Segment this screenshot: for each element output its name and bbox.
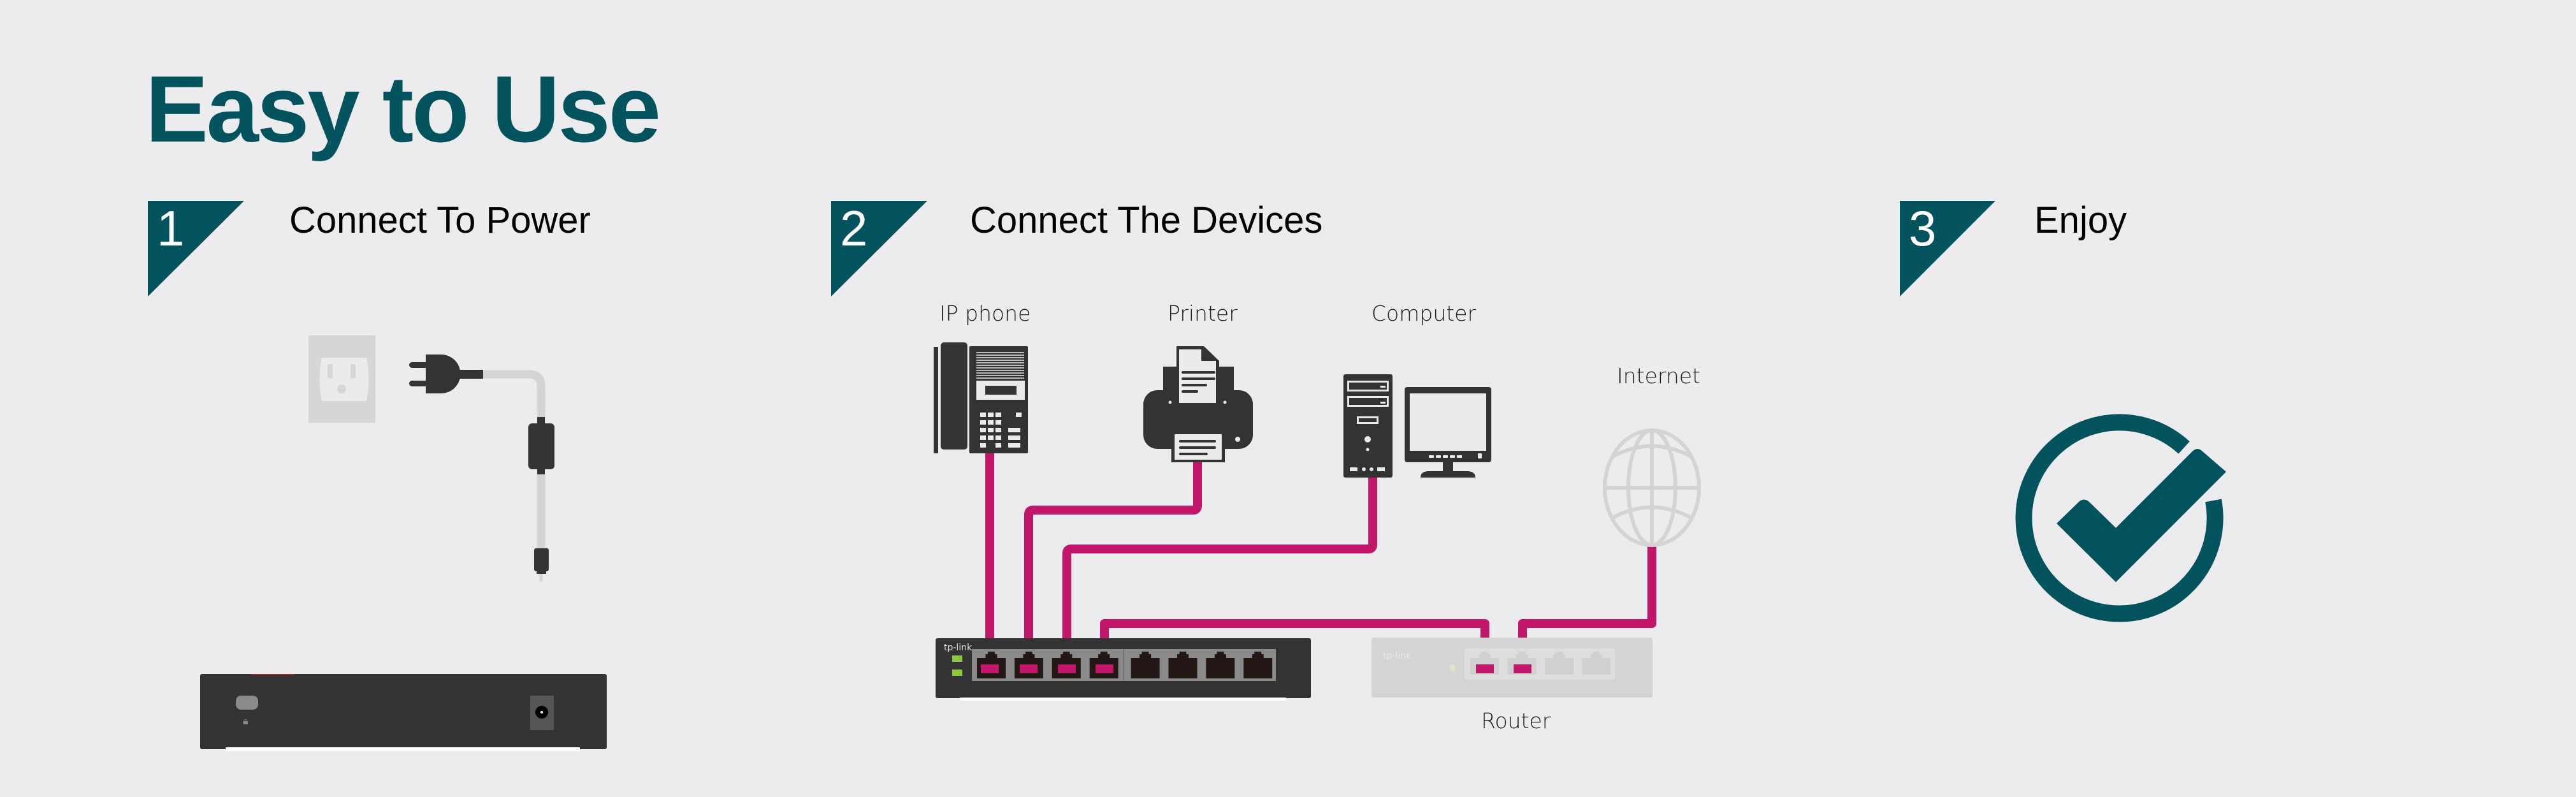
step-3: 3 Enjoy xyxy=(1900,200,2127,296)
step-3-badge xyxy=(1900,201,1995,296)
step-1-number: 1 xyxy=(157,200,184,256)
printer-label: Printer xyxy=(1168,301,1238,326)
wall-outlet-icon xyxy=(308,335,375,423)
step-2-title: Connect The Devices xyxy=(970,200,1322,241)
step-2-badge xyxy=(831,201,927,296)
ip-phone-label: IP phone xyxy=(939,301,1031,326)
ferrite-choke-icon xyxy=(528,423,554,469)
led-indicator xyxy=(952,669,962,676)
step-1-title: Connect To Power xyxy=(289,200,591,241)
cable-computer xyxy=(1062,477,1377,666)
router-port[interactable] xyxy=(1545,652,1574,675)
computer-label: Computer xyxy=(1371,301,1476,326)
router-port-plug xyxy=(1476,664,1494,673)
switch-port-plug xyxy=(1020,664,1038,673)
kensington-slot xyxy=(236,696,258,710)
computer-icon xyxy=(1343,374,1491,478)
router-label: Router xyxy=(1481,708,1551,733)
network-cables xyxy=(985,450,1656,666)
switch-port[interactable] xyxy=(1168,652,1198,678)
router-device: tp-link xyxy=(1371,638,1653,698)
dc-plug-icon xyxy=(534,548,549,571)
led-indicator xyxy=(952,655,962,662)
step-3-title: Enjoy xyxy=(2034,200,2127,241)
switch-port-plug xyxy=(1096,664,1113,673)
power-plug-icon xyxy=(409,355,483,393)
router-logo: tp-link xyxy=(1383,651,1412,661)
internet-globe-icon xyxy=(1603,428,1701,547)
switch-logo: tp-link xyxy=(944,643,973,653)
step-2-number: 2 xyxy=(840,200,867,256)
cable-printer xyxy=(1024,459,1202,666)
cable-plugs xyxy=(981,664,1531,673)
switch-port-plug xyxy=(981,664,999,673)
page-title: Easy to Use xyxy=(145,57,659,162)
printer-icon xyxy=(1143,346,1253,462)
check-circle-icon xyxy=(2015,414,2226,622)
internet-label: Internet xyxy=(1617,363,1700,388)
switch-port-plug xyxy=(1058,664,1076,673)
router-port-plug xyxy=(1514,664,1531,673)
switch-rear-panel: 🔒︎ xyxy=(200,674,607,751)
ip-phone-icon xyxy=(934,342,1028,453)
router-led xyxy=(1449,664,1456,671)
step-3-number: 3 xyxy=(1909,200,1936,256)
switch-port[interactable] xyxy=(1243,652,1273,678)
step-1-badge xyxy=(148,201,244,296)
switch-port[interactable] xyxy=(1206,652,1235,678)
power-cable xyxy=(483,370,554,581)
router-port[interactable] xyxy=(1582,652,1611,675)
switch-port[interactable] xyxy=(1131,652,1160,678)
step-1: 1 Connect To Power xyxy=(148,200,591,296)
lock-icon: 🔒︎ xyxy=(243,715,249,727)
step-2: 2 Connect The Devices xyxy=(831,200,1322,296)
